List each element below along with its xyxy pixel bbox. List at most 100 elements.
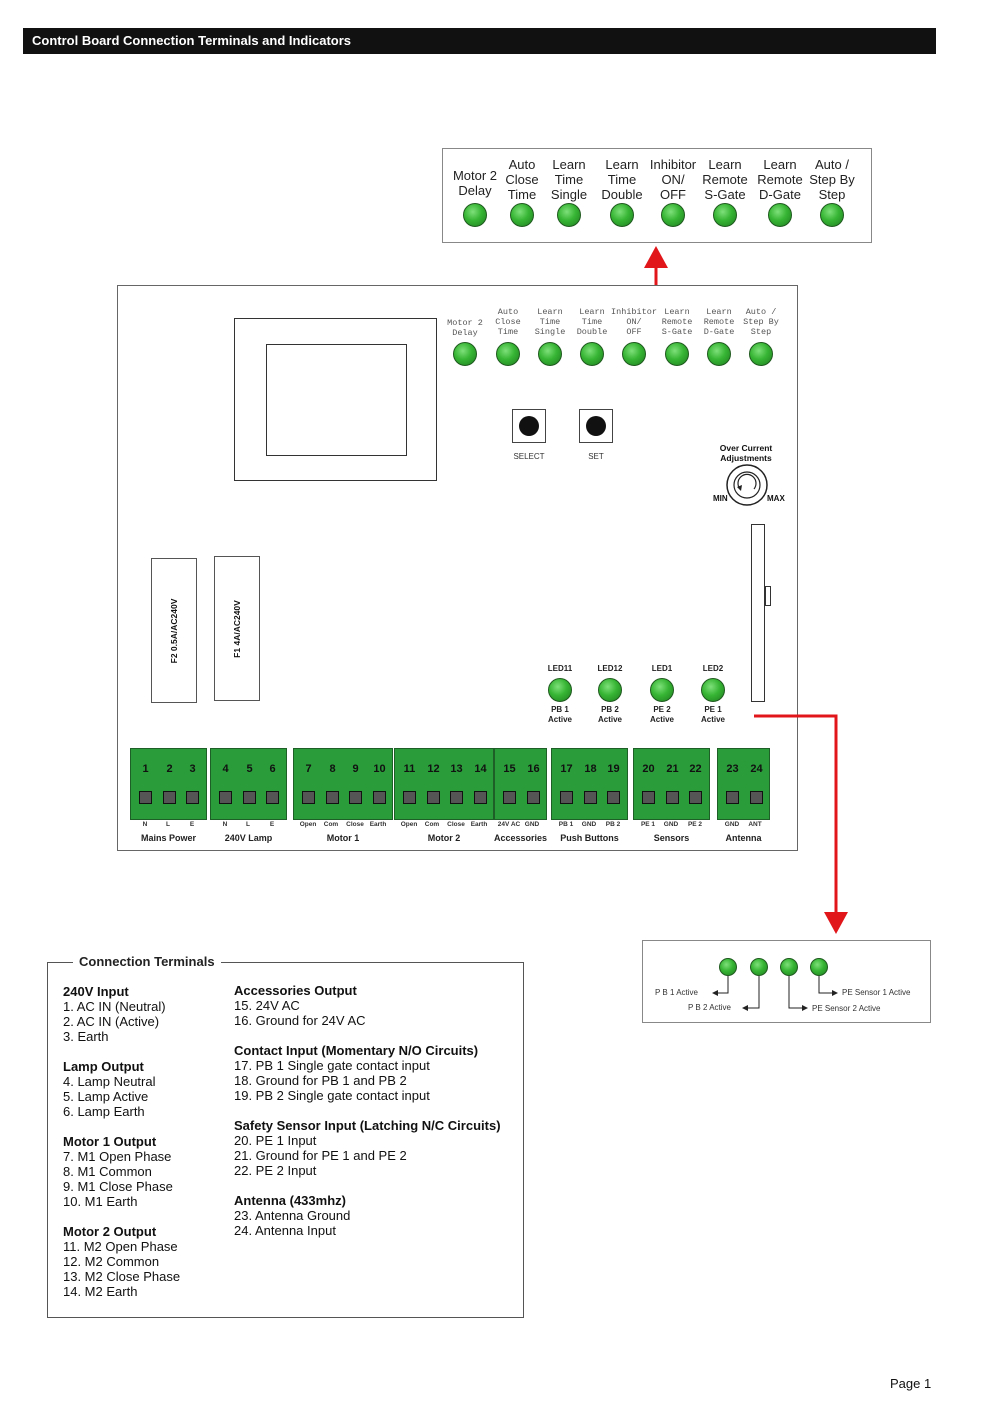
terminal-number: 18 [584,763,597,775]
terminal-pin-label: PE 2 [687,821,703,828]
terminal-pin-label: L [166,821,170,828]
zoom-indicator-label-line: Step By [809,172,855,187]
terminal-pin-label: E [269,821,275,828]
terminal-screw-icon[interactable] [584,791,597,804]
zoom-indicator-label-line: Learn [552,157,586,172]
terminal-pin-label: Open [400,821,418,828]
terminal-screw-icon[interactable] [750,791,763,804]
legend-led-pb1 [719,958,737,976]
terminal-pin-label: 24V AC [497,821,521,828]
zoom-indicator-label-line: Close [505,172,539,187]
over-current-knob-icon[interactable] [725,463,769,507]
zoom-indicator-label-line: Double [601,187,643,202]
terminal-screw-icon[interactable] [607,791,620,804]
terminal-cell: 9 [344,749,367,819]
zoom-indicator-label-line: Delay [458,183,492,198]
terminal-screw-icon[interactable] [302,791,315,804]
terminal-cell: 10 [368,749,391,819]
zoom-indicator-label-line: Auto / [815,157,849,172]
status-led [701,678,725,702]
terminal-screw-icon[interactable] [266,791,279,804]
terminal-number: 17 [560,763,573,775]
zoom-indicator-label-line: Motor 2 [452,168,498,183]
terminal-number: 2 [166,763,173,775]
terminal-screw-icon[interactable] [689,791,702,804]
over-current-label: Over Current Adjustments [700,443,792,463]
terminal-screw-icon[interactable] [474,791,487,804]
terminal-pin-label: Com [323,821,339,828]
terminal-screw-icon[interactable] [642,791,655,804]
terminal-section-title: Antenna (433mhz) [234,1193,346,1208]
terminal-pin-label: N [142,821,148,828]
sensor-legend-lines [712,976,838,1011]
zoom-indicator-label-line: Remote [702,172,748,187]
fuse-f1-label: F1 4A/AC240V [232,599,242,658]
terminal-section-item: 3. Earth [63,1029,109,1044]
legend-pb1-label: P B 1 Active [655,988,698,997]
zoom-indicator-label-line: Time [607,172,637,187]
terminal-section: Safety Sensor Input (Latching N/C Circui… [234,1118,501,1178]
terminal-screw-icon[interactable] [666,791,679,804]
select-button-label: SELECT [513,452,545,461]
terminal-screw-icon[interactable] [527,791,540,804]
terminal-number: 10 [373,763,386,775]
board-indicator-label-line: Learn [706,307,732,317]
terminal-screw-icon[interactable] [403,791,416,804]
terminal-group-label: 240V Lamp [224,833,273,843]
terminal-section-item: 9. M1 Close Phase [63,1179,173,1194]
board-indicator-label-line: Auto [497,307,519,317]
terminal-pin-label: L [246,821,250,828]
select-button[interactable] [512,409,546,443]
terminal-section-item: 8. M1 Common [63,1164,152,1179]
over-current-min: MIN [713,494,728,503]
terminal-number: 23 [726,763,739,775]
terminal-section-title: Contact Input (Momentary N/O Circuits) [234,1043,479,1058]
zoom-indicator-led [557,203,581,227]
terminal-pin-label: PB 1 [558,821,574,828]
terminal-screw-icon[interactable] [219,791,232,804]
terminal-screw-icon[interactable] [139,791,152,804]
terminal-screw-icon[interactable] [726,791,739,804]
terminal-screw-icon[interactable] [243,791,256,804]
terminal-number: 13 [450,763,463,775]
terminal-screw-icon[interactable] [326,791,339,804]
terminal-pin-label: PB 2 [605,821,621,828]
terminal-screw-icon[interactable] [373,791,386,804]
terminal-screw-icon[interactable] [186,791,199,804]
status-led-line1: PE 1 [704,705,722,714]
terminal-screw-icon[interactable] [560,791,573,804]
terminal-screw-icon[interactable] [450,791,463,804]
legend-led-pe2 [780,958,798,976]
terminal-group-label: Sensors [653,833,690,843]
terminal-cell: 23 [721,749,744,819]
terminal-screw-icon[interactable] [349,791,362,804]
status-led-line1: PB 1 [551,705,569,714]
connection-terminals-title: Connection Terminals [73,954,221,969]
terminal-screw-icon[interactable] [427,791,440,804]
terminal-screw-icon[interactable] [503,791,516,804]
terminal-screw-icon[interactable] [163,791,176,804]
terminal-number: 16 [527,763,540,775]
set-button[interactable] [579,409,613,443]
sensor-legend-panel [642,940,931,1023]
zoom-indicator-label-line: ON/ [661,172,685,187]
terminal-section-item: 5. Lamp Active [63,1089,149,1104]
terminal-section-title: 240V Input [63,984,129,999]
over-current-line2: Adjustments [720,453,772,463]
arrow-to-sensor-legend [754,714,848,934]
terminal-section-title: Accessories Output [234,983,357,998]
terminal-section-item: 1. AC IN (Neutral) [63,999,166,1014]
over-current-line1: Over Current [719,443,773,453]
terminal-number: 15 [503,763,516,775]
zoom-indicator-label-line: Learn [708,157,742,172]
terminal-cell: 11 [398,749,421,819]
